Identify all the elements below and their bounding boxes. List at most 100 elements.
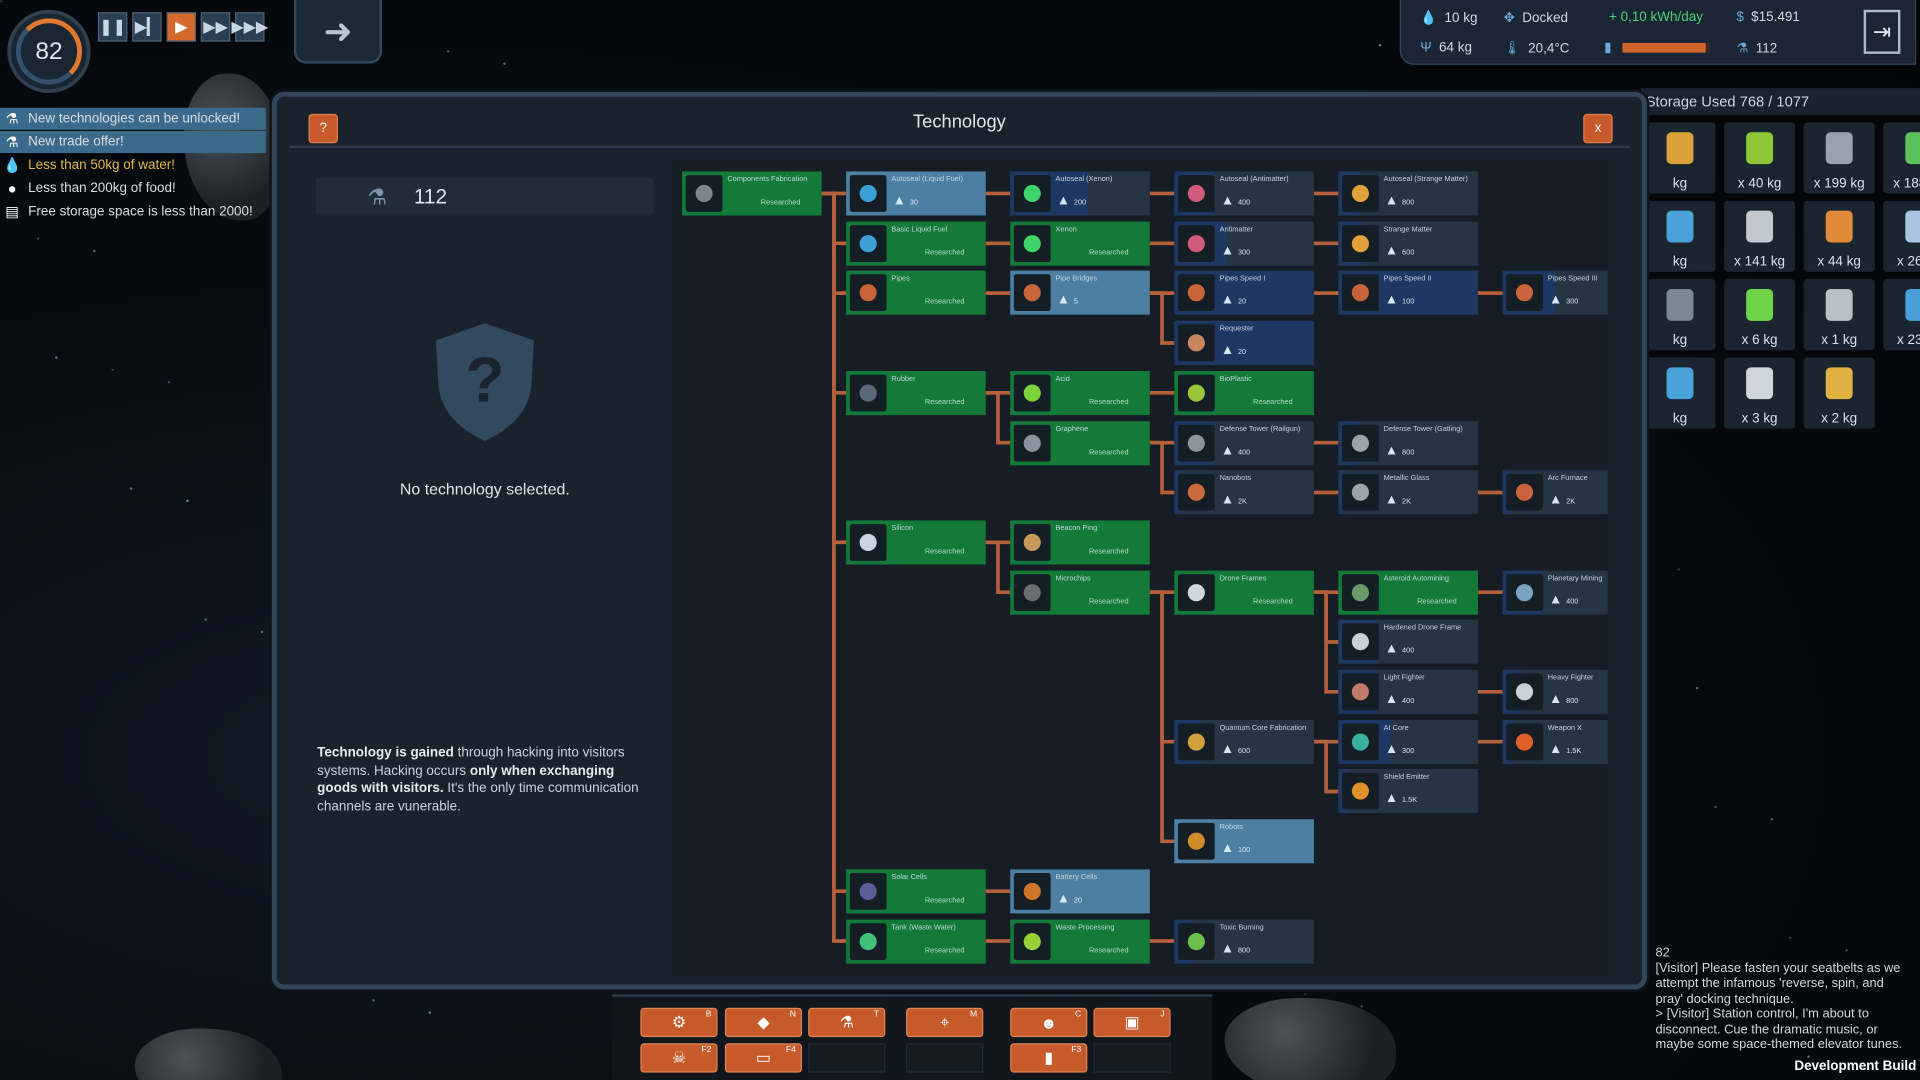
trade-button[interactable]: ◆N: [724, 1007, 803, 1038]
day-number: 82: [35, 37, 63, 65]
tech-node[interactable]: Toxic Burning▲800: [1174, 918, 1314, 964]
tech-node[interactable]: AI Core▲300: [1338, 719, 1478, 764]
inventory-item[interactable]: kg: [1644, 122, 1716, 194]
tech-node[interactable]: Nanobots▲2K: [1174, 470, 1314, 515]
star: [204, 618, 207, 621]
tech-node[interactable]: Hardened Drone Frame▲400: [1338, 619, 1478, 665]
tech-node[interactable]: Defense Tower (Railgun)▲400: [1174, 420, 1314, 465]
inventory-item[interactable]: x 141 kg: [1724, 200, 1796, 272]
inventory-item[interactable]: x 188 kg: [1883, 122, 1920, 194]
status-bar: [1399, 0, 1917, 65]
tech-node[interactable]: Pipes Speed I▲20: [1174, 271, 1314, 316]
technology-button[interactable]: ⚗T: [808, 1007, 886, 1038]
fast-button[interactable]: ▶▶: [200, 12, 231, 42]
inventory-item[interactable]: x 26 kg: [1883, 200, 1920, 272]
pause-button[interactable]: ❚❚: [97, 12, 128, 42]
storage-icon: ▤: [5, 203, 20, 221]
day-counter[interactable]: 82: [7, 9, 91, 94]
tech-node[interactable]: Autoseal (Antimatter)▲400: [1174, 171, 1314, 216]
tech-node[interactable]: Autoseal (Liquid Fuel)▲30: [846, 171, 986, 216]
journal-button[interactable]: ▣J: [1093, 1007, 1171, 1038]
notification[interactable]: ●Less than 200kg of food!: [0, 178, 176, 200]
notification[interactable]: 💧Less than 50kg of water!: [0, 154, 175, 176]
inventory-item[interactable]: x 1 kg: [1803, 279, 1875, 351]
fastest-button[interactable]: ▶▶▶: [231, 12, 268, 42]
play-button[interactable]: ▶: [166, 12, 196, 42]
inventory-item[interactable]: x 199 kg: [1803, 122, 1875, 194]
tech-node[interactable]: Robots▲100: [1174, 819, 1314, 864]
notification[interactable]: ▤Free storage space is less than 2000!: [0, 201, 253, 223]
tech-connector: [821, 191, 847, 943]
tech-node[interactable]: Autoseal (Strange Matter)▲800: [1338, 171, 1478, 216]
tech-node[interactable]: Weapon X▲1.5K: [1502, 719, 1608, 764]
storage-button[interactable]: ▭F4: [724, 1043, 803, 1073]
tech-node[interactable]: Light Fighter▲400: [1338, 669, 1478, 714]
inventory-item[interactable]: kg: [1644, 279, 1716, 351]
flask-icon: ▲: [1056, 891, 1071, 906]
energy-button[interactable]: ▮F3: [1010, 1043, 1088, 1073]
item-quantity: x 3 kg: [1741, 411, 1778, 427]
inventory-item[interactable]: x 3 kg: [1724, 357, 1796, 429]
tech-node[interactable]: Battery Cells▲20: [1010, 869, 1150, 914]
tech-node[interactable]: Shield Emitter▲1.5K: [1338, 769, 1478, 814]
researched-label: Researched: [1417, 598, 1457, 606]
item-quantity: x 40 kg: [1737, 176, 1782, 192]
help-button[interactable]: ?: [308, 113, 338, 144]
tech-node[interactable]: Autoseal (Xenon)▲200: [1010, 171, 1150, 216]
threats-button[interactable]: ☠F2: [640, 1043, 718, 1073]
tech-node[interactable]: Pipes Speed III▲300: [1502, 271, 1608, 316]
money-icon: $: [1736, 9, 1744, 25]
tech-node[interactable]: Defense Tower (Gatling)▲800: [1338, 420, 1478, 465]
tech-cost: 400: [1402, 697, 1415, 706]
map-button[interactable]: ⌖M: [906, 1007, 984, 1038]
tech-node[interactable]: Tank (Waste Water)Researched: [846, 918, 986, 964]
inventory-item[interactable]: x 2 kg: [1803, 357, 1875, 429]
tech-node[interactable]: Antimatter▲300: [1174, 221, 1314, 266]
inventory-item[interactable]: x 23 kg: [1883, 279, 1920, 351]
inventory-item[interactable]: x 44 kg: [1803, 200, 1875, 272]
step-button[interactable]: ▶▎: [132, 12, 162, 42]
tech-node[interactable]: Strange Matter▲600: [1338, 221, 1478, 266]
exit-button[interactable]: ⇥: [1863, 9, 1901, 54]
tech-node[interactable]: Requester▲20: [1174, 320, 1314, 366]
flask-icon: ⚗: [1736, 41, 1749, 57]
chat-log[interactable]: 82[Visitor] Please fasten your seatbelts…: [1656, 943, 1916, 1056]
close-button[interactable]: x: [1583, 113, 1613, 144]
hotkey-label: F4: [785, 1045, 796, 1055]
inventory-item[interactable]: x 6 kg: [1724, 279, 1796, 351]
navigation-arrow-button[interactable]: ➜: [293, 0, 383, 64]
tech-node[interactable]: Quantum Core Fabrication▲600: [1174, 719, 1314, 764]
tech-name: Battery Cells: [1055, 874, 1098, 882]
inventory-item[interactable]: x 40 kg: [1724, 122, 1796, 194]
crew-button[interactable]: ☻C: [1010, 1007, 1088, 1038]
inventory-item[interactable]: kg: [1644, 200, 1716, 272]
notification[interactable]: ⚗New technologies can be unlocked!: [0, 107, 266, 130]
notification[interactable]: ⚗New trade offer!: [0, 131, 266, 154]
tech-node[interactable]: Pipes Speed II▲100: [1338, 271, 1478, 316]
technology-icon: ⚗: [839, 1012, 854, 1032]
tech-icon: [1177, 224, 1215, 262]
tech-node[interactable]: Planetary Mining▲400: [1502, 570, 1608, 615]
inventory-item[interactable]: kg: [1644, 357, 1716, 429]
tech-node[interactable]: Pipe Bridges▲5: [1010, 271, 1150, 316]
tech-node[interactable]: Metallic Glass▲2K: [1338, 470, 1478, 515]
tech-node[interactable]: Heavy Fighter▲800: [1502, 669, 1608, 714]
tech-node[interactable]: Arc Furnace▲2K: [1502, 470, 1608, 515]
build-button[interactable]: ⚙B: [640, 1007, 718, 1038]
